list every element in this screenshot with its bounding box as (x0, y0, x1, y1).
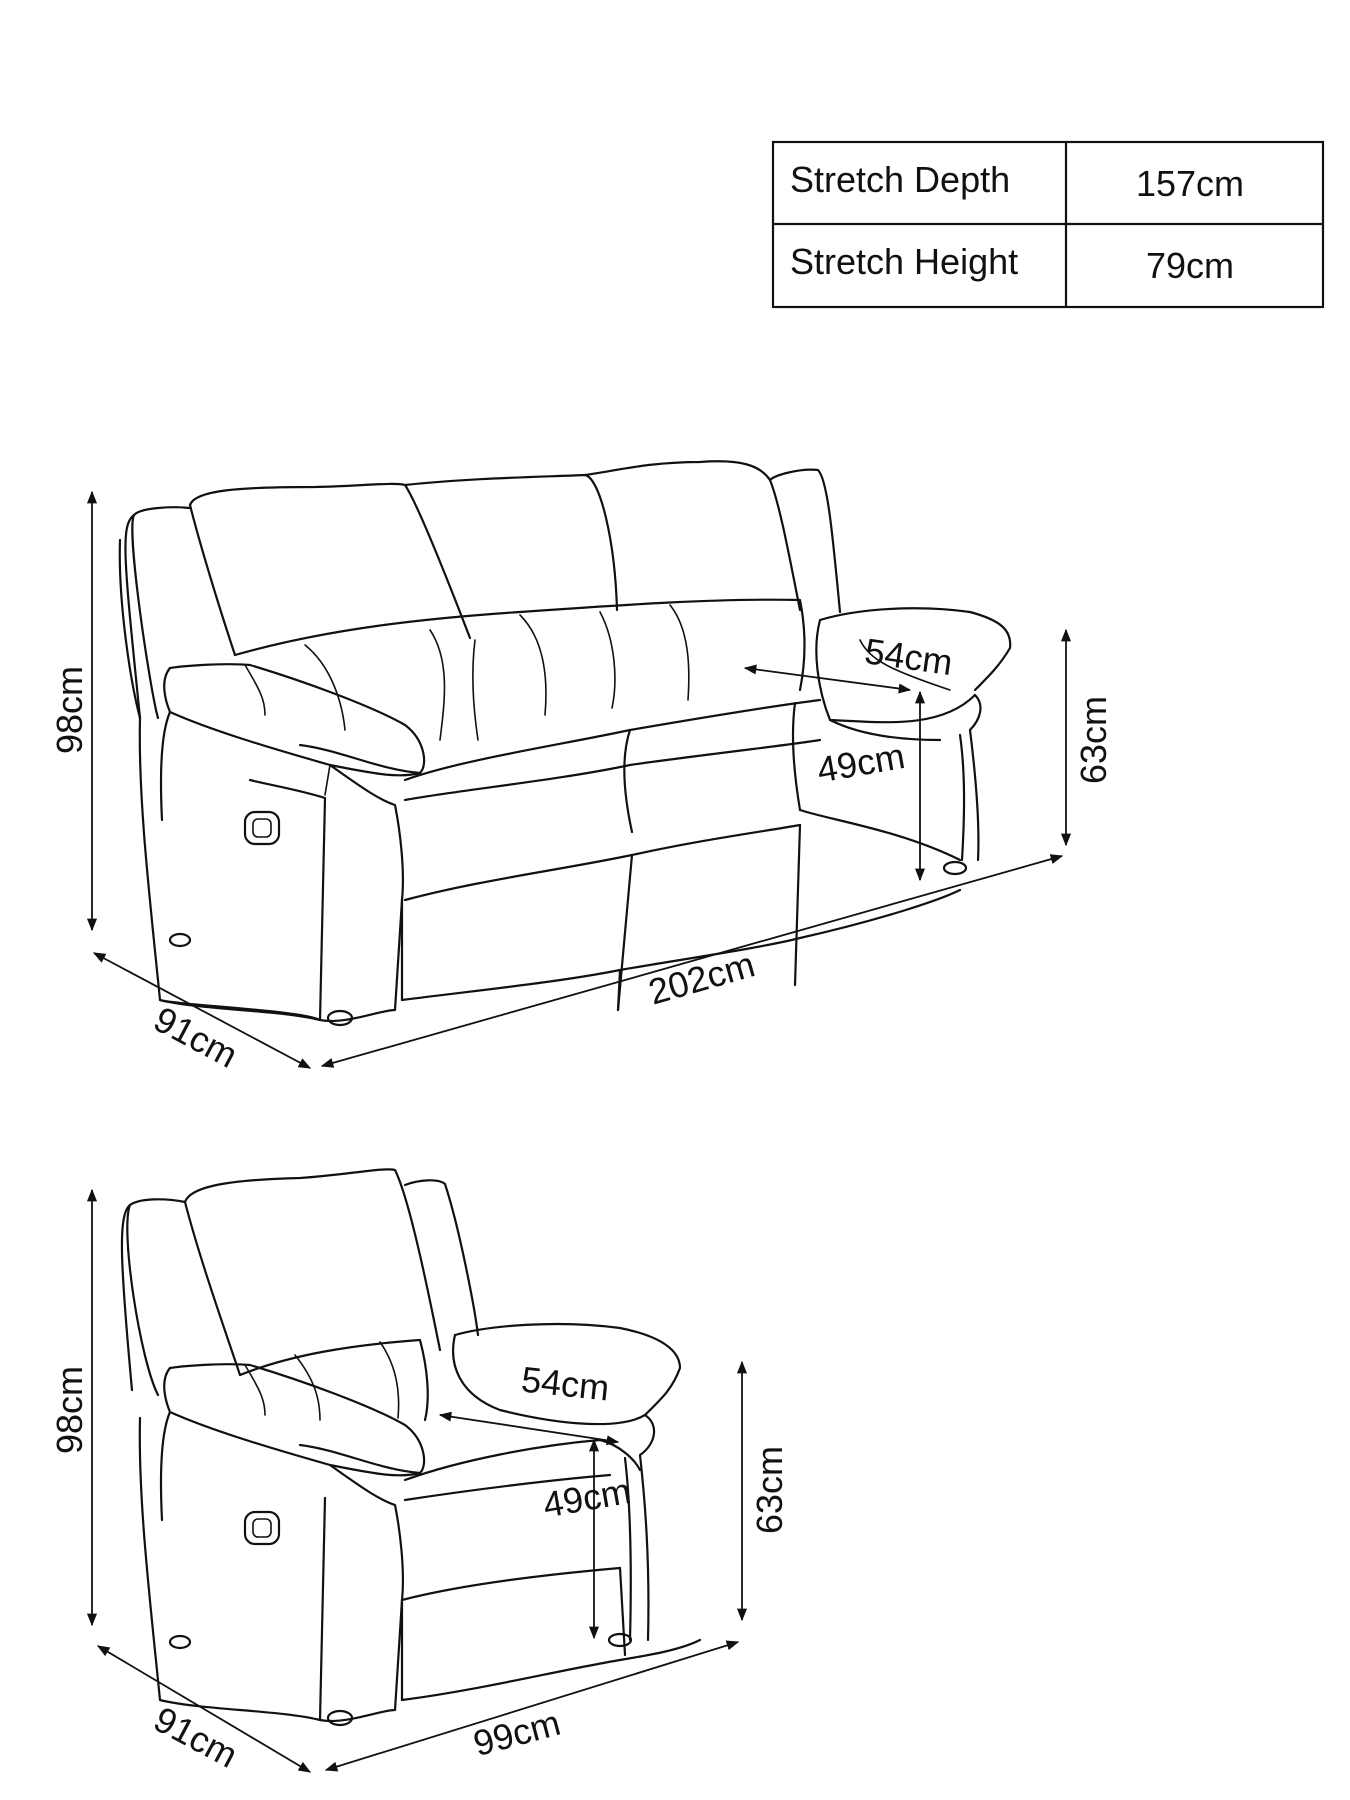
sofa-height-label: 98cm (49, 666, 90, 754)
armchair-drawing (120, 1168, 702, 1727)
armchair-seat-depth-label: 54cm (519, 1359, 611, 1409)
sofa-drawing (118, 460, 1012, 1027)
armchair-seat-height-label: 49cm (540, 1470, 634, 1526)
armchair-width-label: 99cm (469, 1702, 565, 1764)
sofa-arm-height-label: 63cm (1073, 696, 1114, 784)
stretch-depth-label: Stretch Depth (790, 159, 1010, 200)
stretch-height-value: 79cm (1146, 245, 1234, 286)
sofa-width-label: 202cm (644, 943, 759, 1012)
sofa-seat-height-label: 49cm (814, 735, 908, 791)
stretch-depth-value: 157cm (1136, 163, 1244, 204)
stretch-height-label: Stretch Height (790, 241, 1018, 282)
armchair-height-label: 98cm (49, 1366, 90, 1454)
armchair-arm-height-label: 63cm (749, 1446, 790, 1534)
sofa-dimensions: 98cm 91cm 202cm 63cm 54cm 49cm (49, 490, 1114, 1076)
spec-table: Stretch Depth 157cm Stretch Height 79cm (771, 140, 1325, 309)
sofa-seat-depth-label: 54cm (862, 630, 955, 683)
